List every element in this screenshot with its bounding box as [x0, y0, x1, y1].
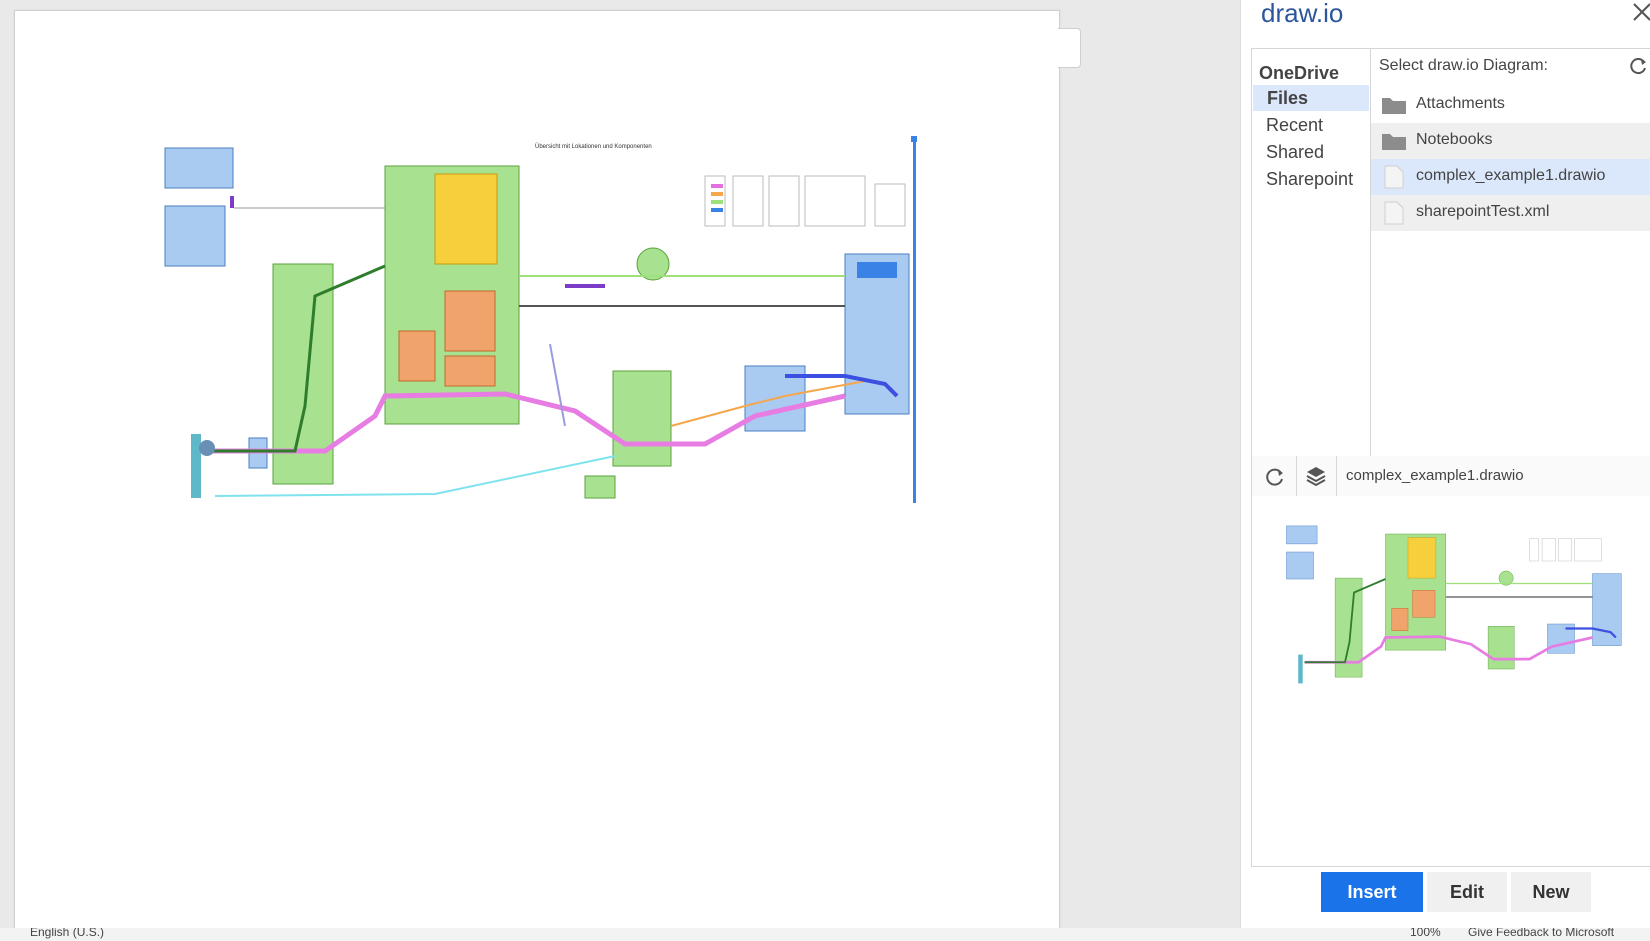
nav-item-shared[interactable]: Shared: [1266, 142, 1325, 162]
file-icon: [1384, 201, 1404, 225]
file-name: Attachments: [1416, 95, 1505, 112]
feedback-link[interactable]: Give Feedback to Microsoft: [1468, 928, 1615, 939]
close-icon[interactable]: [1631, 0, 1650, 24]
page-side-tab: [1058, 28, 1081, 68]
file-list-pane: Select draw.io Diagram: Attachments Note…: [1371, 49, 1650, 457]
diagram-preview: [1251, 496, 1650, 867]
source-nav: OneDrive Files Recent Shared Sharepoint: [1252, 49, 1371, 457]
panel-title: draw.io: [1261, 0, 1344, 28]
diagram-title: Übersicht mit Lokationen und Komponenten: [535, 143, 652, 150]
file-name: Notebooks: [1416, 131, 1493, 148]
toolbar-divider: [1336, 456, 1337, 496]
refresh-icon[interactable]: [1628, 56, 1648, 76]
file-icon: [1384, 165, 1404, 189]
preview-thumbnail: [1286, 525, 1622, 684]
nav-item-files[interactable]: Files: [1253, 85, 1369, 111]
file-browser: OneDrive Files Recent Shared Sharepoint …: [1251, 48, 1650, 458]
status-bar: English (U.S.) 100% Give Feedback to Mic…: [0, 928, 1650, 941]
toolbar-divider: [1296, 456, 1297, 496]
folder-icon: [1382, 134, 1406, 150]
list-item-sharepoint-test[interactable]: sharepointTest.xml: [1371, 195, 1650, 231]
preview-toolbar: complex_example1.drawio: [1251, 456, 1650, 497]
list-item-notebooks[interactable]: Notebooks: [1371, 123, 1650, 159]
file-list-header: Select draw.io Diagram:: [1379, 57, 1548, 74]
file-name: complex_example1.drawio: [1416, 167, 1606, 184]
list-item-complex-example[interactable]: complex_example1.drawio: [1371, 159, 1650, 195]
preview-filename: complex_example1.drawio: [1346, 467, 1524, 484]
language-indicator[interactable]: English (U.S.): [30, 928, 105, 939]
edit-button[interactable]: Edit: [1427, 872, 1507, 912]
new-button[interactable]: New: [1511, 872, 1591, 912]
file-name: sharepointTest.xml: [1416, 203, 1550, 220]
refresh-icon[interactable]: [1264, 466, 1286, 488]
zoom-level[interactable]: 100%: [1410, 928, 1441, 939]
list-item-attachments[interactable]: Attachments: [1371, 87, 1650, 123]
drawio-panel: draw.io OneDrive Files Recent Shared Sha…: [1240, 0, 1650, 928]
nav-item-recent[interactable]: Recent: [1266, 115, 1324, 135]
insert-button[interactable]: Insert: [1321, 872, 1423, 912]
folder-icon: [1382, 98, 1406, 114]
document-page: Übersicht mit Lokationen und Komponenten: [14, 10, 1060, 930]
nav-item-sharepoint[interactable]: Sharepoint: [1266, 169, 1354, 189]
diagram-image[interactable]: Übersicht mit Lokationen und Komponenten: [145, 126, 965, 526]
layers-icon[interactable]: [1305, 465, 1327, 487]
source-label: OneDrive: [1259, 63, 1340, 83]
